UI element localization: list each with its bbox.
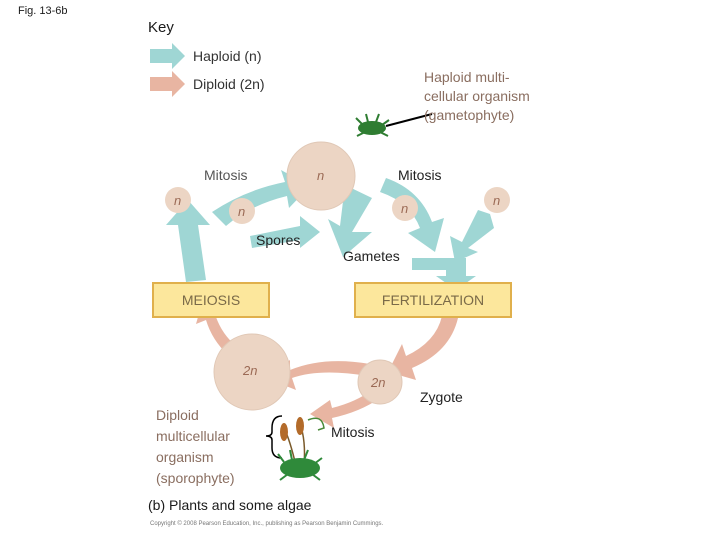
gametophyte-label-line-2: cellular organism (424, 88, 530, 104)
fertilization-box: FERTILIZATION (354, 282, 512, 318)
gamete-cell-mid (392, 195, 418, 221)
haploid-arrow-gametophyte-to-gametes (328, 185, 372, 257)
diploid-multicellular-cell (213, 333, 291, 411)
sporophyte-label-line-1: Diploid (156, 407, 199, 423)
gametophyte-label-line-1: Haploid multi- (424, 69, 510, 85)
cell-large-2n-label: 2n (243, 363, 258, 378)
gametophyte-label-line-3: (gametophyte) (424, 107, 515, 123)
sporophyte-label: Diploid multicellular organism (sporophy… (156, 405, 235, 489)
sporophyte-label-line-3: organism (156, 449, 214, 465)
sporophyte-label-line-2: multicellular (156, 428, 230, 444)
key-haploid-label: Haploid (n) (193, 48, 262, 64)
cell-large-n-label: n (317, 168, 325, 183)
sporophyte-bracket (265, 415, 283, 459)
key-diploid-label: Diploid (2n) (193, 76, 265, 92)
zygote-cell (357, 359, 403, 405)
diploid-arrow-zygote-to-sporophyte (266, 360, 370, 390)
mitosis-right-label: Mitosis (398, 167, 442, 183)
gametophyte-moss-icon (355, 113, 390, 137)
cell-spore-mid-label: n (238, 204, 246, 219)
figure-label: Fig. 13-6b (18, 5, 68, 17)
diploid-arrow-fertilization-to-zygote (388, 316, 458, 380)
cell-gamete-mid-label: n (401, 201, 409, 216)
fertilization-label: FERTILIZATION (381, 292, 485, 308)
gamete-cell-right (484, 187, 510, 213)
sporophyte-plant-icon (277, 417, 325, 481)
spore-cell-mid (229, 198, 255, 224)
spores-label: Spores (256, 232, 301, 248)
gametes-label: Gametes (343, 248, 400, 264)
diploid-key-arrow (150, 71, 185, 97)
haploid-key-arrow (150, 43, 185, 69)
sporophyte-label-line-4: (sporophyte) (156, 470, 235, 486)
mitosis-bottom-label: Mitosis (331, 424, 375, 440)
cell-zygote-2n-label: 2n (371, 375, 386, 390)
key-title: Key (148, 19, 174, 36)
meiosis-label: MEIOSIS (181, 292, 241, 308)
gametophyte-pointer-line (385, 113, 433, 127)
diploid-arrow-zygote-mitosis (310, 390, 380, 428)
gametophyte-label: Haploid multi- cellular organism (gameto… (424, 68, 530, 125)
haploid-arrow-gamete-right (450, 210, 494, 262)
haploid-multicellular-cell (286, 141, 356, 211)
meiosis-box: MEIOSIS (152, 282, 270, 318)
haploid-arrow-spores-to-center (250, 216, 320, 248)
cell-spore-left-label: n (174, 193, 182, 208)
figure-caption: (b) Plants and some algae (148, 497, 312, 513)
copyright-text: Copyright © 2008 Pearson Education, Inc.… (150, 521, 384, 527)
mitosis-left-label: Mitosis (204, 167, 248, 183)
zygote-label: Zygote (420, 389, 463, 405)
haploid-arrow-meiosis-to-spore (166, 200, 210, 282)
cell-gamete-right-label: n (493, 193, 501, 208)
haploid-arrow-gametophyte-to-gamete (380, 178, 444, 252)
spore-cell-left (165, 187, 191, 213)
